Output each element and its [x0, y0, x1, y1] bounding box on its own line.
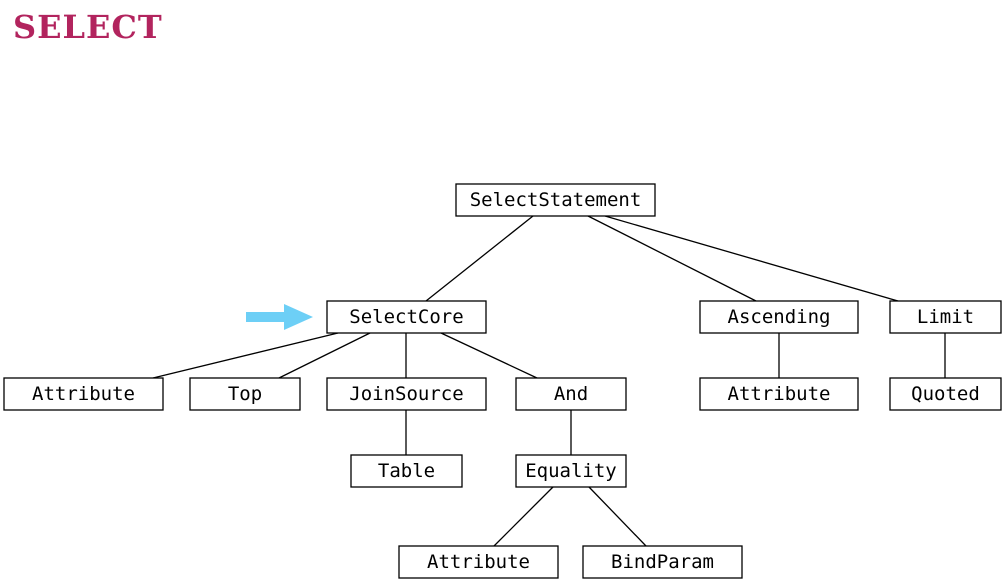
edge-selectstatement-limit [604, 215, 899, 302]
tree-node-core-attribute: Attribute [3, 377, 164, 411]
node-label: JoinSource [349, 383, 463, 405]
node-label: Ascending [728, 306, 831, 328]
node-label: Equality [525, 460, 617, 482]
tree-node-select-core: SelectCore [326, 300, 487, 334]
node-label: SelectCore [349, 306, 463, 328]
edge-equality-bindparam [588, 486, 647, 547]
tree-node-and: And [515, 377, 627, 411]
node-label: SelectStatement [470, 189, 642, 211]
slide-title: SELECT [13, 8, 163, 46]
node-label: And [554, 383, 588, 405]
right-arrow-icon [246, 304, 313, 330]
edge-selectstatement-ascending [587, 215, 757, 302]
node-label: Quoted [911, 383, 980, 405]
tree-node-bind-param: BindParam [582, 545, 743, 579]
tree-edges [152, 215, 946, 547]
edge-selectcore-and [440, 332, 538, 379]
node-label: Attribute [728, 383, 831, 405]
tree-node-join-source: JoinSource [326, 377, 487, 411]
tree-node-equality-attribute: Attribute [398, 545, 559, 579]
node-label: Limit [917, 306, 974, 328]
tree-node-limit: Limit [889, 300, 1002, 334]
tree-node-equality: Equality [515, 454, 627, 488]
tree-node-ascending: Ascending [699, 300, 859, 334]
node-label: Attribute [427, 551, 530, 573]
node-label: BindParam [611, 551, 714, 573]
node-label: Table [378, 460, 435, 482]
edge-selectcore-top [278, 332, 371, 379]
tree-node-ascending-attribute: Attribute [699, 377, 859, 411]
edge-selectcore-attribute [152, 332, 339, 379]
node-label: Top [228, 383, 262, 405]
tree-node-top: Top [189, 377, 301, 411]
tree-node-quoted: Quoted [889, 377, 1002, 411]
edge-equality-attribute [493, 486, 554, 547]
edge-selectstatement-selectcore [425, 215, 534, 302]
tree-node-table: Table [350, 454, 463, 488]
tree-node-select-statement: SelectStatement [455, 183, 656, 217]
node-label: Attribute [32, 383, 135, 405]
